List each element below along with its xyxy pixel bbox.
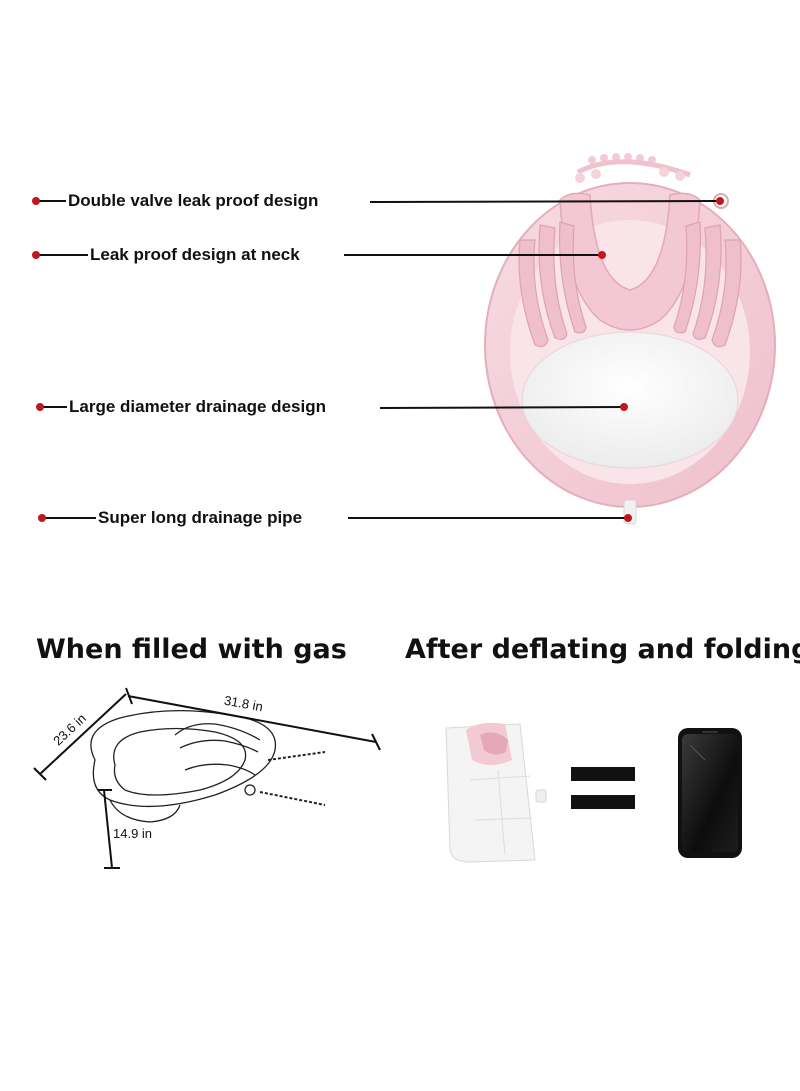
equals-icon <box>571 767 635 809</box>
valve-beads <box>575 153 691 183</box>
callout-pipe-label: Super long drainage pipe <box>96 508 305 528</box>
callout-lines <box>36 200 717 519</box>
inflated-heading: When filled with gas <box>36 634 347 665</box>
height-dimension-label: 14.9 in <box>113 826 153 841</box>
dimension-lines <box>33 687 381 869</box>
callout-double-valve-label: Double valve leak proof design <box>66 191 321 211</box>
inflatable-basin-image <box>484 153 776 525</box>
folded-basin-image <box>445 722 547 863</box>
folded-heading: After deflating and folding <box>405 634 800 665</box>
callout-neck-label: Leak proof design at neck <box>88 245 302 265</box>
callout-drainage-label: Large diameter drainage design <box>67 397 328 417</box>
smartphone-icon <box>678 728 742 858</box>
callout-dots <box>32 197 724 522</box>
dimension-drawing <box>90 710 326 823</box>
